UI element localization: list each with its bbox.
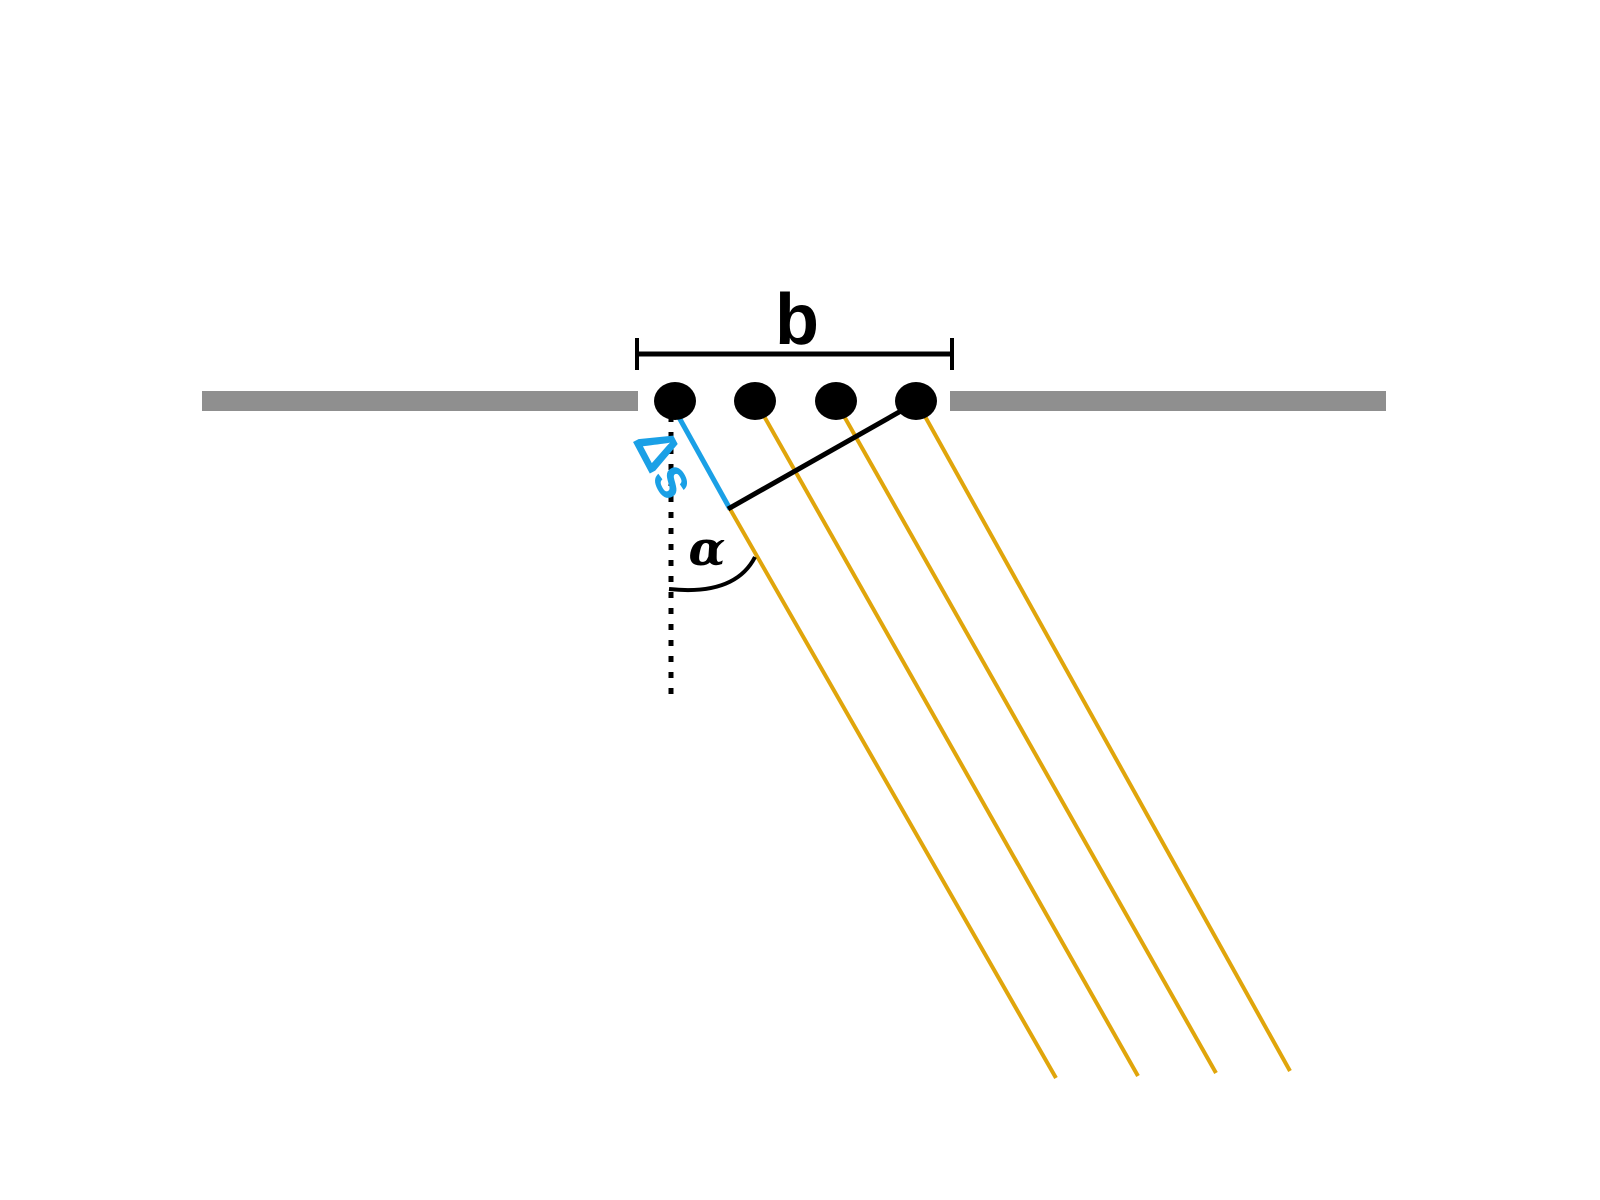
ray-1 [728, 508, 1058, 1079]
perpendicular-line [726, 404, 910, 512]
width-label-b: b [775, 280, 819, 360]
angle-arc [668, 556, 757, 593]
slit-source-4 [895, 382, 937, 420]
slit-source-2 [734, 382, 776, 420]
slit-source-1 [654, 382, 696, 420]
barrier-left [202, 391, 638, 411]
ray-2 [754, 401, 1140, 1077]
slit-source-3 [815, 382, 857, 420]
barrier-right [950, 391, 1386, 411]
angle-label-alpha: α [689, 521, 726, 577]
path-difference-label: Δs [621, 416, 710, 509]
ray-3 [834, 401, 1218, 1074]
path-difference-segment [673, 410, 733, 511]
ray-4 [915, 401, 1292, 1072]
